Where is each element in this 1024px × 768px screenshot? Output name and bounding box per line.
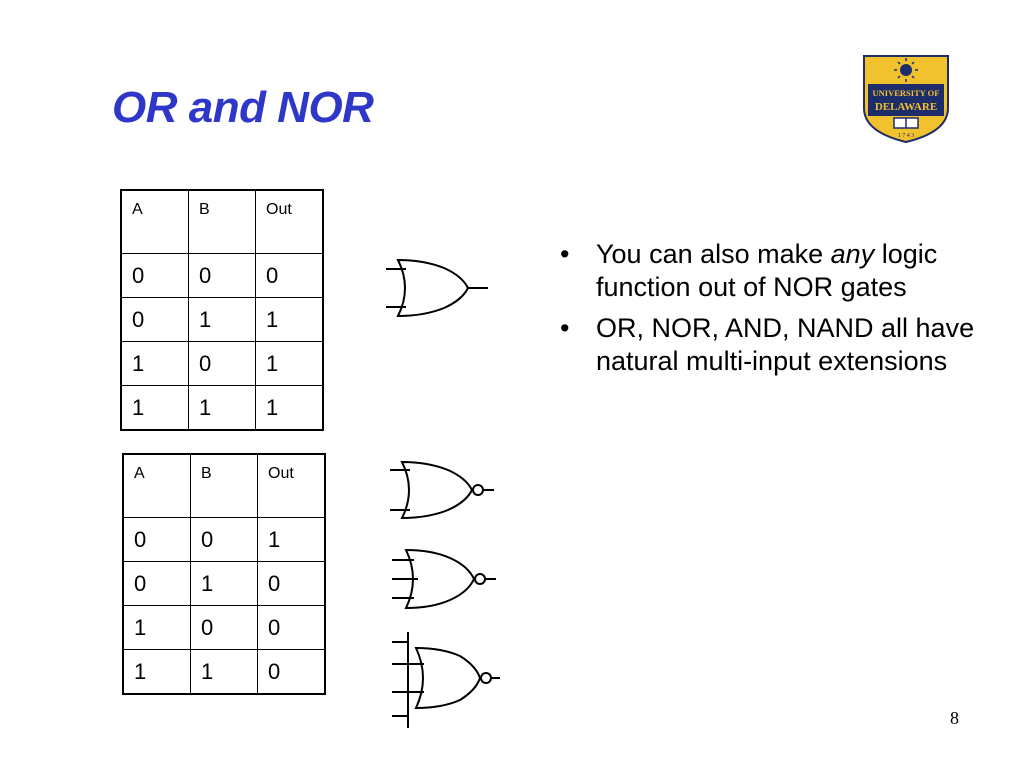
table-cell: 0 <box>190 517 258 562</box>
bullet-list: • You can also make any logic function ou… <box>560 238 980 386</box>
table-cell: 1 <box>255 341 324 386</box>
bullet-icon: • <box>560 313 570 343</box>
header-cell: Out <box>257 453 326 518</box>
logo-line-2: DELAWARE <box>875 101 937 113</box>
table-cell: 1 <box>190 649 258 695</box>
table-row: 0 0 0 <box>120 253 324 298</box>
bullet-item: • You can also make any logic function ou… <box>560 238 980 304</box>
header-cell: B <box>190 453 258 518</box>
logo-line-1: UNIVERSITY OF <box>873 88 940 98</box>
bullet-item: • OR, NOR, AND, NAND all have natural mul… <box>560 312 980 378</box>
table-cell: 1 <box>120 341 189 386</box>
header-cell: Out <box>255 189 324 254</box>
nor-gate-3-input-icon <box>392 548 496 610</box>
university-of-delaware-logo: UNIVERSITY OF DELAWARE 1 7 4 3 <box>863 55 949 144</box>
table-cell: 0 <box>188 253 256 298</box>
table-row: 1 0 0 <box>122 605 326 650</box>
bullet-text: OR, NOR, AND, NAND all have natural mult… <box>596 313 975 376</box>
table-header-row: A B Out <box>122 453 326 518</box>
table-cell: 1 <box>190 561 258 606</box>
header-cell: A <box>120 189 189 254</box>
table-row: 1 0 1 <box>120 341 324 386</box>
page-number: 8 <box>950 708 959 728</box>
bullet-icon: • <box>560 239 570 269</box>
table-header-row: A B Out <box>120 189 324 254</box>
table-cell: 0 <box>122 561 191 606</box>
header-cell: A <box>122 453 191 518</box>
table-cell: 1 <box>255 385 324 431</box>
nor-truth-table: A B Out 0 0 1 0 1 0 1 0 0 1 1 <box>122 453 326 695</box>
table-cell: 0 <box>188 341 256 386</box>
table-row: 0 1 0 <box>122 561 326 606</box>
table-row: 0 0 1 <box>122 517 326 562</box>
bullet-text: You can also make <box>596 239 831 269</box>
or-truth-table: A B Out 0 0 0 0 1 1 1 0 1 1 1 <box>120 189 324 431</box>
table-cell: 1 <box>257 517 326 562</box>
table-cell: 0 <box>257 649 326 695</box>
table-row: 0 1 1 <box>120 297 324 342</box>
logo-line-3: 1 7 4 3 <box>898 133 915 139</box>
table-cell: 1 <box>120 385 189 431</box>
nor-gate-4-input-icon <box>392 632 500 728</box>
table-cell: 0 <box>190 605 258 650</box>
table-row: 1 1 0 <box>122 649 326 695</box>
table-cell: 1 <box>255 297 324 342</box>
table-cell: 0 <box>120 297 189 342</box>
or-gate-icon <box>386 258 488 318</box>
bullet-text: logic function out of NOR gates <box>596 239 938 302</box>
table-cell: 1 <box>122 605 191 650</box>
table-cell: 1 <box>188 297 256 342</box>
table-cell: 0 <box>122 517 191 562</box>
table-cell: 0 <box>257 561 326 606</box>
header-cell: B <box>188 189 256 254</box>
table-cell: 1 <box>122 649 191 695</box>
bullet-emphasis: any <box>830 239 875 269</box>
table-cell: 0 <box>255 253 324 298</box>
table-cell: 0 <box>257 605 326 650</box>
slide-title: OR and NOR <box>112 83 374 132</box>
table-row: 1 1 1 <box>120 385 324 431</box>
nor-gate-icon <box>390 460 494 520</box>
table-cell: 0 <box>120 253 189 298</box>
table-cell: 1 <box>188 385 256 431</box>
